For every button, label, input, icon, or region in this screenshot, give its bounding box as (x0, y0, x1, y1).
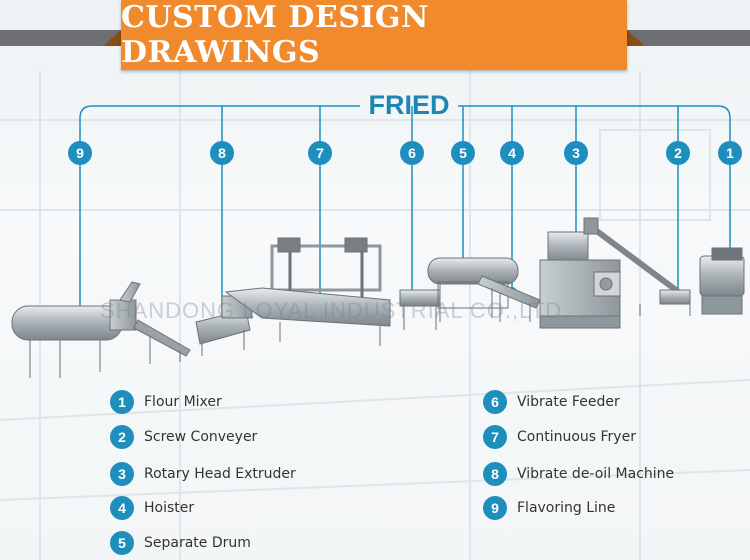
callout-number-9: 9 (68, 141, 92, 165)
watermark: SHANDONG LOYAL INDUSTRIAL CO.,LTD. (100, 298, 569, 324)
legend-item: 3 Rotary Head Extruder (110, 462, 296, 486)
callout-number-8: 8 (210, 141, 234, 165)
legend-number: 1 (110, 390, 134, 414)
legend-number: 7 (483, 425, 507, 449)
legend-item: 5 Separate Drum (110, 531, 251, 555)
legend-label: Flavoring Line (517, 500, 615, 516)
legend-item: 8 Vibrate de-oil Machine (483, 462, 674, 486)
callout-number-6: 6 (400, 141, 424, 165)
legend-number: 4 (110, 496, 134, 520)
continuous-fryer-machine (226, 238, 390, 346)
legend-number: 2 (110, 425, 134, 449)
callout-number-7: 7 (308, 141, 332, 165)
callout-number-3: 3 (564, 141, 588, 165)
legend-label: Screw Conveyer (144, 429, 257, 445)
legend-number: 5 (110, 531, 134, 555)
legend-label: Hoister (144, 500, 194, 516)
legend-label: Vibrate de-oil Machine (517, 466, 674, 482)
legend-number: 9 (483, 496, 507, 520)
callout-number-1: 1 (718, 141, 742, 165)
callout-number-2: 2 (666, 141, 690, 165)
callout-number-4: 4 (500, 141, 524, 165)
legend-label: Vibrate Feeder (517, 394, 620, 410)
legend-item: 2 Screw Conveyer (110, 425, 257, 449)
legend-number: 3 (110, 462, 134, 486)
legend-item: 9 Flavoring Line (483, 496, 615, 520)
legend-label: Separate Drum (144, 535, 251, 551)
callout-number-5: 5 (451, 141, 475, 165)
flour-mixer-machine (700, 248, 744, 314)
legend-number: 8 (483, 462, 507, 486)
legend-number: 6 (483, 390, 507, 414)
legend-label: Flour Mixer (144, 394, 222, 410)
legend-item: 1 Flour Mixer (110, 390, 222, 414)
legend-label: Continuous Fryer (517, 429, 636, 445)
legend-item: 4 Hoister (110, 496, 194, 520)
legend-item: 6 Vibrate Feeder (483, 390, 620, 414)
flavoring-line-machine (12, 282, 190, 378)
legend-label: Rotary Head Extruder (144, 466, 296, 482)
production-line-illustration (0, 0, 750, 400)
legend-item: 7 Continuous Fryer (483, 425, 636, 449)
